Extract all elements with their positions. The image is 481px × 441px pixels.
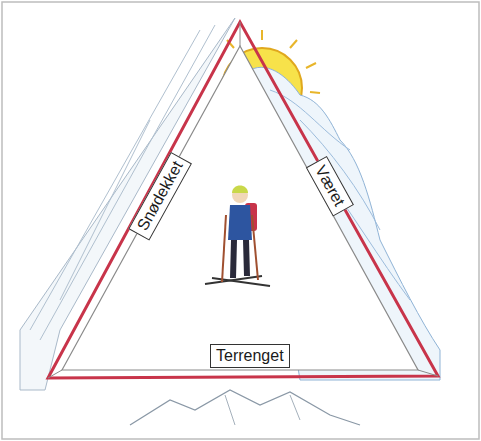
label-box: Terrenget [210, 344, 290, 368]
side-label: Terrenget [216, 346, 284, 366]
skier [205, 186, 270, 287]
